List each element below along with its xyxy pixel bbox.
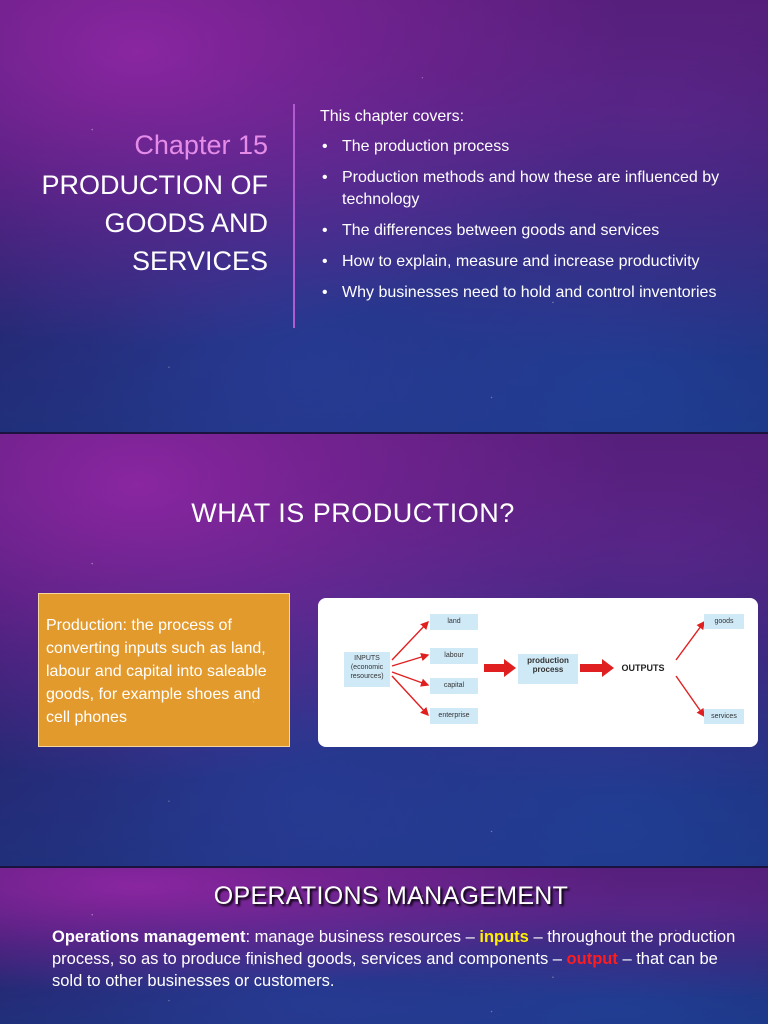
list-item-text: How to explain, measure and increase pro… [342,253,700,270]
text-part-3: – that can be sold to other businesses o… [52,950,718,990]
slide-title: WHAT IS PRODUCTION? [191,498,515,528]
resource-labour: labour [430,648,478,664]
diagram-arrows [391,620,705,718]
bullet-icon: • [322,169,328,186]
bullet-icon: • [322,138,328,155]
list-item-text: Why businesses need to hold and control … [342,284,717,301]
bullet-icon: • [322,253,328,270]
bullet-icon: • [322,284,328,301]
arrow-to-services [675,675,705,718]
slide-chapter-intro: Chapter 15 PRODUCTION OF GOODS AND SERVI… [0,0,768,432]
term: Operations management [52,928,246,946]
chapter-title-line-3: SERVICES [131,246,268,276]
slide-what-is-production: WHAT IS PRODUCTION? Production: the proc… [0,434,768,866]
list-item: • Production methods and how these are in… [320,167,750,211]
list-item-text: The production process [342,138,510,155]
arrow-to-land [391,620,429,661]
slide-title: OPERATIONS MANAGEMENT [213,882,569,910]
arrow-to-capital [391,671,430,687]
output-goods: goods [704,614,744,629]
resource-capital: capital [430,678,478,694]
chapter-title-line-1: PRODUCTION OF [41,170,269,200]
chapter-title-line-2: GOODS AND [104,208,268,238]
definition-box: Production: the process of converting in… [38,593,290,747]
output-highlight: output [566,950,618,968]
list-item-text: Production methods and how these are inf… [342,169,720,208]
chapter-contents: This chapter covers: • The production pro… [320,106,750,313]
contents-intro: This chapter covers: [320,108,465,125]
bullet-icon: • [322,222,328,239]
arrow-to-goods [675,620,705,661]
list-item-text: The differences between goods and servic… [342,222,660,239]
process-box: production process [518,654,578,684]
resource-enterprise: enterprise [430,708,478,724]
outputs-label: OUTPUTS [621,663,665,673]
inputs-box: INPUTS (economic resources) [344,652,390,687]
big-arrow-1 [484,659,516,677]
inputs-highlight: inputs [479,928,529,946]
production-diagram: INPUTS (economic resources) labour land … [318,598,758,747]
list-item: • Why businesses need to hold and control… [320,282,750,304]
definition-paragraph: Operations management: manage business r… [52,926,752,992]
arrow-to-labour [391,653,430,667]
slide-operations-management: OPERATIONS MANAGEMENT Operations managem… [0,868,768,1024]
text-part-2: – throughout the production process, so … [52,928,736,968]
text-part-1: : manage business resources – [245,928,480,946]
output-services: services [704,709,744,724]
chapter-heading: Chapter 15 PRODUCTION OF GOODS AND SERVI… [28,128,269,280]
list-item: • How to explain, measure and increase pr… [320,251,750,273]
big-arrow-2 [580,659,614,677]
vertical-divider [293,104,295,328]
chapter-number: Chapter 15 [134,130,268,160]
list-item: • The production process [320,136,750,158]
arrow-to-enterprise [391,675,429,717]
list-item: • The differences between goods and servi… [320,220,750,242]
resource-land: land [430,614,478,630]
contents-list: • The production process • Production meth… [320,136,750,304]
